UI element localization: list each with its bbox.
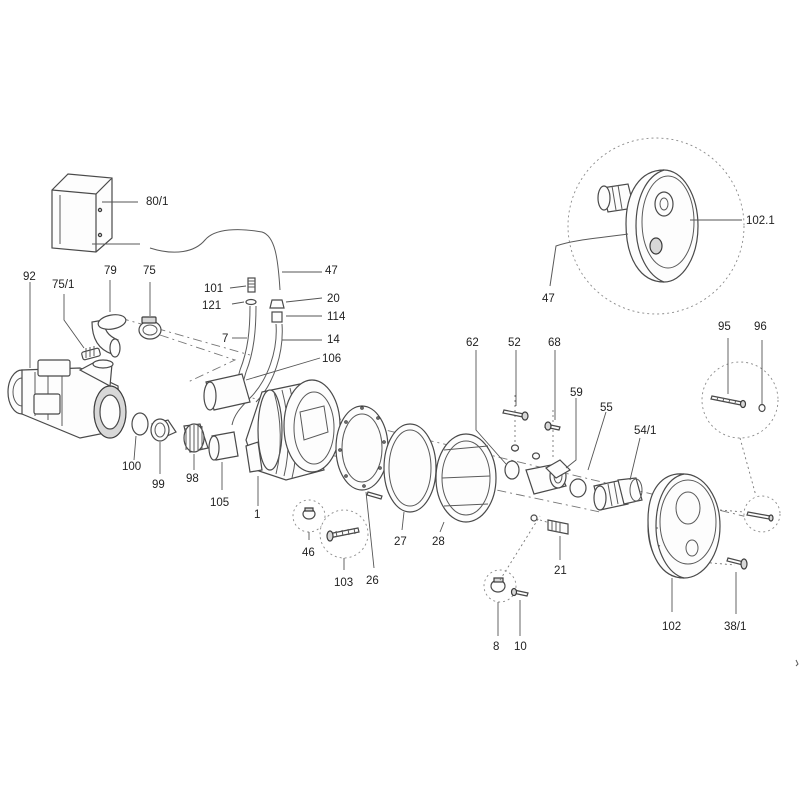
label-clamp-8: 8 bbox=[493, 641, 499, 653]
label-elbow-clip: 75/1 bbox=[52, 279, 74, 291]
screw-10 bbox=[510, 587, 529, 597]
nut-99 bbox=[150, 418, 177, 442]
label-sleeve-105: 105 bbox=[210, 497, 229, 509]
clip-46 bbox=[302, 507, 316, 520]
hose-14 bbox=[231, 323, 277, 426]
label-screw-10: 10 bbox=[514, 641, 527, 653]
washer-96 bbox=[758, 403, 766, 413]
screw-38-1 bbox=[726, 557, 748, 570]
label-fitting-21: 21 bbox=[554, 565, 567, 577]
center-axis-elbow bbox=[159, 334, 237, 383]
label-air-hose: 47 bbox=[325, 265, 338, 277]
washer-52 bbox=[510, 444, 520, 452]
cover-102 bbox=[647, 473, 721, 579]
elbow-clip bbox=[81, 346, 101, 361]
control-box bbox=[51, 173, 113, 253]
screw-cover-detail bbox=[746, 511, 774, 522]
label-screw-38-1: 38/1 bbox=[724, 621, 746, 633]
o-ring-100 bbox=[131, 412, 149, 436]
nut-20 bbox=[269, 299, 285, 309]
clamp-8 bbox=[490, 577, 506, 593]
label-threaded-ring-98: 98 bbox=[186, 473, 199, 485]
hose-clamp bbox=[138, 316, 162, 340]
air-hose-detail bbox=[549, 233, 629, 287]
label-pipe-7: 7 bbox=[222, 333, 228, 345]
label-gasket-27: 27 bbox=[394, 536, 407, 548]
gasket-27 bbox=[383, 423, 437, 513]
sleeve-105 bbox=[208, 431, 239, 461]
label-hose-14: 14 bbox=[327, 334, 340, 346]
screw-fitting-101 bbox=[247, 277, 256, 293]
label-nut-99: 99 bbox=[152, 479, 165, 491]
pump-motor bbox=[7, 359, 127, 439]
control-cable bbox=[92, 229, 281, 291]
label-nozzle-59: 59 bbox=[570, 387, 583, 399]
cover-assembly-102-1 bbox=[597, 169, 699, 283]
label-washer-small: 121 bbox=[202, 300, 221, 312]
label-housing-1: 1 bbox=[254, 509, 260, 521]
washer-121 bbox=[245, 298, 257, 306]
label-screw-96: 96 bbox=[754, 321, 767, 333]
label-air-hose-detail: 47 bbox=[542, 293, 555, 305]
o-ring-55 bbox=[569, 478, 587, 498]
label-elbow: 79 bbox=[104, 265, 117, 277]
screw-103-inline bbox=[366, 491, 383, 500]
label-nozzle-body: 54/1 bbox=[634, 425, 656, 437]
gasket-26 bbox=[335, 405, 389, 491]
label-cover-assembly: 102.1 bbox=[746, 215, 775, 227]
label-o-ring-100: 100 bbox=[122, 461, 141, 473]
label-nut-20: 20 bbox=[327, 293, 340, 305]
label-clamp-top: 75 bbox=[143, 265, 156, 277]
label-o-ring-55: 55 bbox=[600, 402, 613, 414]
screw-68 bbox=[544, 421, 561, 431]
label-ring-28: 28 bbox=[432, 536, 445, 548]
screw-95 bbox=[710, 395, 747, 409]
elbow bbox=[91, 314, 127, 358]
label-screw-68: 68 bbox=[548, 337, 561, 349]
housing-1 bbox=[245, 379, 341, 481]
label-screw-52: 52 bbox=[508, 337, 521, 349]
label-control-box: 80/1 bbox=[146, 196, 168, 208]
corner-mark bbox=[795, 659, 799, 667]
pipe-106 bbox=[203, 373, 251, 411]
label-clip-46: 46 bbox=[302, 547, 315, 559]
nozzle-body-54-1 bbox=[593, 477, 643, 511]
label-cover-102: 102 bbox=[662, 621, 681, 633]
screw-52 bbox=[502, 409, 529, 421]
o-ring-62 bbox=[504, 460, 520, 480]
nozzle-59 bbox=[525, 459, 571, 495]
washer-68 bbox=[531, 452, 541, 460]
label-o-ring-62: 62 bbox=[466, 337, 479, 349]
label-screw-103: 103 bbox=[334, 577, 353, 589]
label-gasket-26: 26 bbox=[366, 575, 379, 587]
pipe-7 bbox=[235, 305, 251, 386]
callout-screws-95-96 bbox=[701, 361, 779, 439]
label-pump-motor: 92 bbox=[23, 271, 36, 283]
label-screw-95: 95 bbox=[718, 321, 731, 333]
fitting-21 bbox=[530, 514, 569, 535]
ring-28 bbox=[435, 433, 497, 523]
label-screw-fitting: 101 bbox=[204, 283, 223, 295]
label-fitting-114: 114 bbox=[327, 311, 346, 323]
fitting-114 bbox=[271, 311, 283, 323]
label-pipe-106: 106 bbox=[322, 353, 341, 365]
threaded-ring-98 bbox=[183, 423, 209, 453]
screw-103 bbox=[326, 527, 360, 542]
